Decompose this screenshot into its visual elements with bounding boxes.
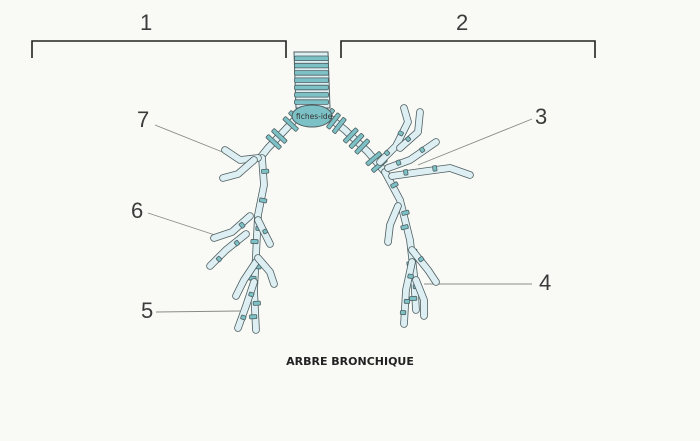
- right-upper-branch: [396, 108, 424, 152]
- left-lower-branch: [234, 278, 258, 332]
- left-lower-branch: [254, 254, 278, 288]
- cartilage-plate: [407, 273, 414, 280]
- cartilage-plate: [249, 314, 258, 320]
- cartilage-plate: [432, 165, 438, 172]
- right-upper-branch: [388, 164, 474, 180]
- trachea-cartilage-ring: [294, 77, 329, 83]
- cartilage-plate: [258, 197, 268, 204]
- cartilage-plate: [326, 112, 341, 130]
- cartilage-plate: [354, 138, 370, 155]
- cartilage-plate: [282, 116, 299, 132]
- cartilage-plate: [238, 221, 246, 229]
- cartilage-plate: [419, 146, 426, 153]
- left-mid-branch: [206, 230, 250, 270]
- cartilage-plate: [390, 181, 399, 189]
- watermark-text: fiches-ide: [296, 112, 333, 121]
- leader-line-3: [417, 118, 533, 166]
- trachea-cartilage-ring: [294, 55, 329, 61]
- cartilage-plate: [252, 300, 261, 306]
- label-5: 5: [141, 298, 153, 323]
- cartilage-plate: [418, 256, 425, 263]
- right-main-bronchus: [318, 108, 389, 176]
- cartilage-plate: [401, 209, 410, 216]
- cartilage-plate: [348, 133, 365, 149]
- bracket-2: [340, 40, 596, 58]
- trachea-cartilage-ring: [294, 62, 329, 69]
- trachea-cartilage-ring: [294, 92, 329, 98]
- label-4: 4: [539, 270, 551, 295]
- trachea-cartilage-ring: [294, 99, 329, 105]
- cartilage-plate: [233, 240, 240, 247]
- cartilage-plate: [265, 134, 282, 150]
- cartilage-plate: [332, 117, 347, 134]
- trachea-cartilage-ring: [294, 70, 329, 76]
- bronchial-airways: [206, 104, 474, 334]
- right-lower-branch: [412, 276, 428, 320]
- cartilage-plate: [403, 169, 409, 176]
- cartilage-plate: [383, 149, 391, 157]
- cartilage-plate: [248, 291, 255, 298]
- cartilage-plate: [271, 128, 288, 144]
- left-lower-branch: [232, 258, 260, 300]
- leader-line-7: [154, 124, 231, 156]
- trachea-cartilage-ring: [294, 84, 329, 91]
- cartilage-plate: [409, 295, 418, 302]
- right-upper-branch: [384, 138, 440, 172]
- carina: [291, 104, 333, 128]
- cartilage-plate: [395, 159, 402, 166]
- bracket-1: [31, 40, 287, 58]
- left-lobar-bronchus: [248, 154, 270, 334]
- leader-line-6: [147, 212, 225, 239]
- left-mid-branch: [254, 216, 274, 248]
- diagram-caption: ARBRE BRONCHIQUE: [286, 355, 414, 368]
- left-mid-branch: [210, 212, 254, 242]
- label-7: 7: [137, 107, 149, 132]
- cartilage-plate: [215, 255, 223, 263]
- cartilage-plate: [403, 298, 411, 304]
- right-mid-branch: [384, 202, 402, 246]
- label-6: 6: [131, 198, 143, 223]
- cartilage-plate: [240, 314, 247, 321]
- cartilage-plate: [397, 130, 404, 137]
- label-1: 1: [140, 10, 152, 35]
- cartilage-plate: [405, 136, 412, 142]
- right-lower-branch: [408, 246, 440, 286]
- label-3: 3: [535, 104, 547, 129]
- leader-line-5: [155, 310, 241, 313]
- cartilage-plate: [343, 127, 359, 144]
- cartilage-plate: [400, 224, 409, 231]
- cartilage-plate: [261, 168, 270, 174]
- right-lower-branch: [399, 258, 416, 328]
- right-upper-branch: [376, 104, 412, 166]
- cartilage-plate: [399, 310, 407, 316]
- label-2: 2: [456, 10, 468, 35]
- left-upper-branch: [219, 156, 258, 182]
- cartilage-plate: [250, 239, 259, 245]
- cartilage-plate: [365, 151, 382, 167]
- cartilage-plate: [262, 228, 268, 235]
- trachea: [293, 51, 331, 109]
